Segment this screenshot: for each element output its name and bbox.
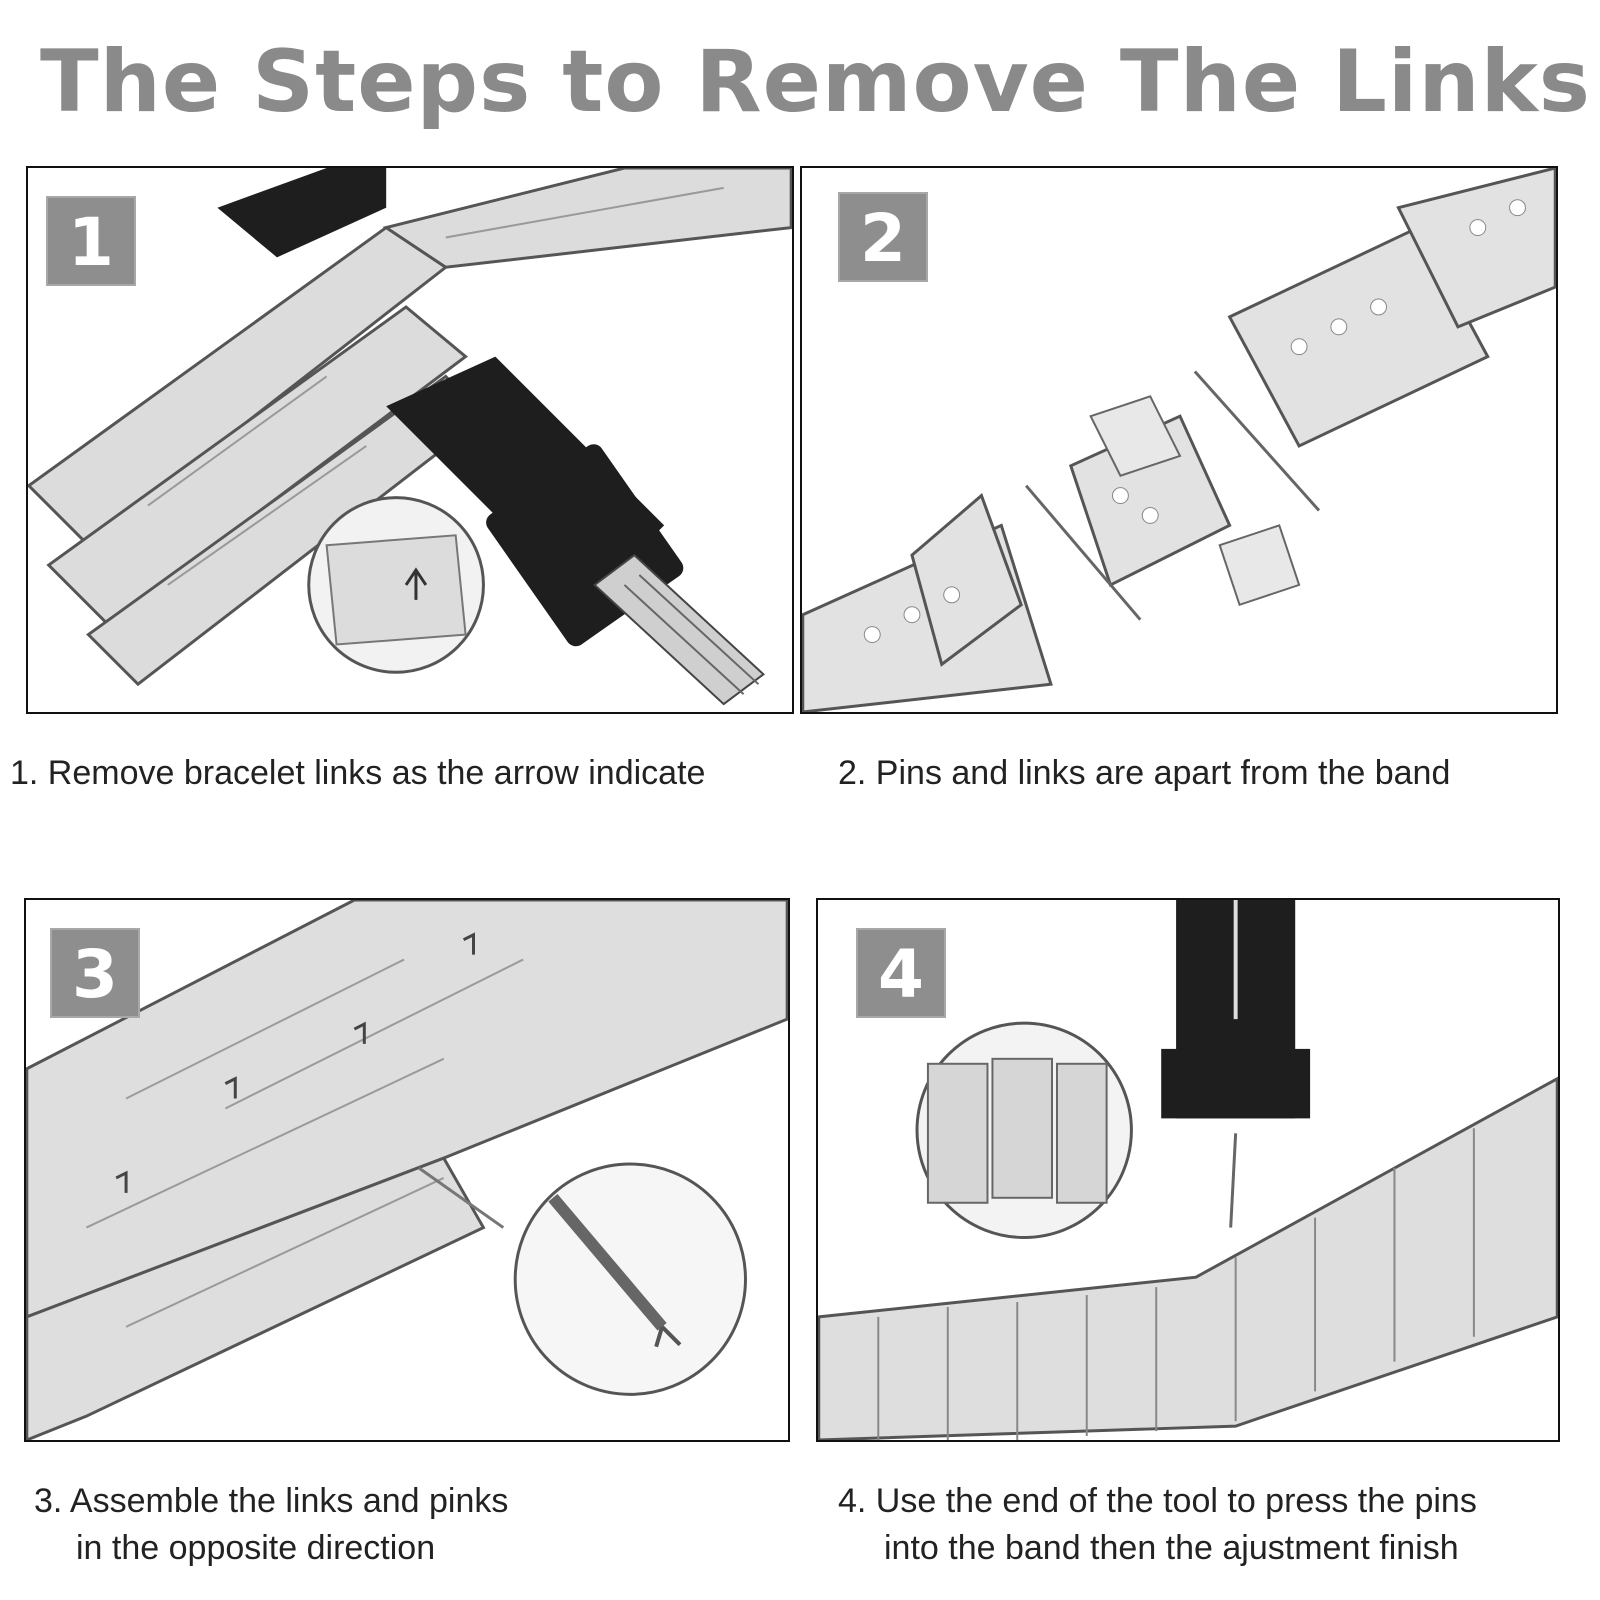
step-3-caption-line-1: 3. Assemble the links and pinks: [34, 1482, 509, 1520]
step-1-badge: 1: [46, 196, 136, 286]
step-2-badge: 2: [838, 192, 928, 282]
step-2-caption-line-1: 2. Pins and links are apart from the ban…: [838, 754, 1451, 792]
step-2-panel: 2: [800, 166, 1558, 714]
step-4-caption-line-1: 4. Use the end of the tool to press the …: [838, 1482, 1477, 1520]
step-3-caption: 3. Assemble the links and pinks in the o…: [34, 1478, 508, 1572]
step-1-caption-line-1: 1. Remove bracelet links as the arrow in…: [10, 754, 706, 792]
step-3-illustration: [26, 900, 788, 1440]
step-4-caption-line-2: into the band then the ajustment finish: [884, 1529, 1459, 1567]
step-1-panel: 1: [26, 166, 794, 714]
step-4-caption: 4. Use the end of the tool to press the …: [838, 1478, 1477, 1572]
step-3-badge: 3: [50, 928, 140, 1018]
step-3-panel: 3: [24, 898, 790, 1442]
step-4-badge: 4: [856, 928, 946, 1018]
page-title: The Steps to Remove The Links: [40, 32, 1591, 132]
step-1-illustration: [28, 168, 792, 706]
step-3-caption-line-2: in the opposite direction: [76, 1529, 436, 1567]
step-1-caption: 1. Remove bracelet links as the arrow in…: [10, 750, 705, 797]
step-2-caption: 2. Pins and links are apart from the ban…: [838, 750, 1450, 797]
step-4-illustration: [818, 900, 1558, 1440]
step-2-illustration: [802, 168, 1556, 712]
step-4-panel: 4: [816, 898, 1560, 1442]
